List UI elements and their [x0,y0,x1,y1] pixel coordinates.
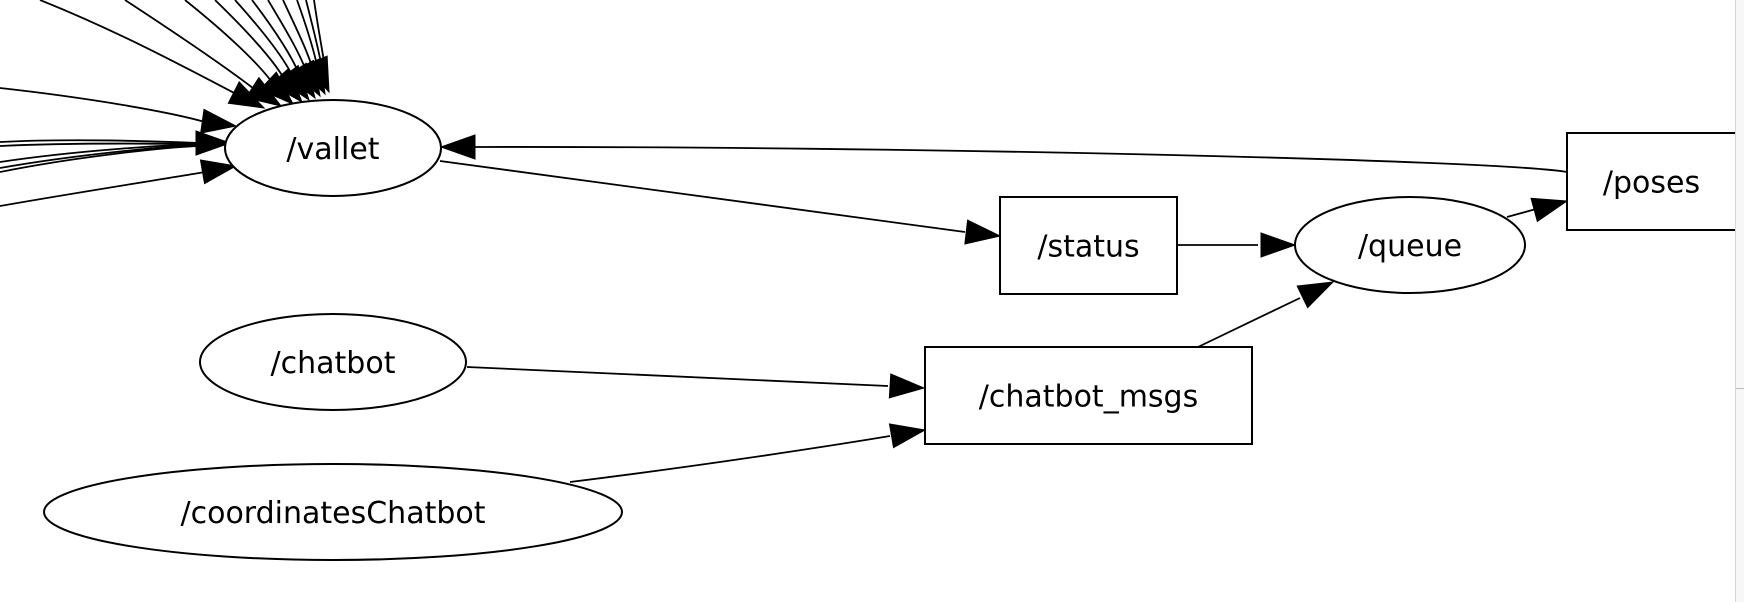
edges-layer [0,0,1569,483]
node-poses[interactable]: /poses [1566,132,1737,231]
node-queue[interactable]: /queue [1294,196,1526,294]
incoming-edge-vallet [0,139,201,144]
node-vallet-ellipse [224,99,442,197]
node-chatbot[interactable]: /chatbot [199,313,467,411]
node-vallet[interactable]: /vallet [224,99,442,197]
node-chatbot-ellipse [199,313,467,411]
incoming-edge-vallet [124,0,259,93]
edge-vallet-to-status [439,160,966,233]
incoming-edge-vallet [0,143,201,163]
edge-arrowhead-chatbot-to-chatbot_msgs [888,373,926,399]
node-queue-ellipse [1294,196,1526,294]
node-coordinatesChatbot-label: /coordinatesChatbot [180,496,485,531]
node-status-box [999,196,1178,295]
edge-poses-to-vallet [471,146,1568,173]
incoming-edge-vallet [0,171,206,207]
edge-arrowhead-status-to-queue [1260,232,1297,258]
incoming-edge-vallet [0,145,201,173]
node-coordinatesChatbot[interactable]: /coordinatesChatbot [43,463,623,561]
incoming-edge-vallet [0,87,206,123]
scrollbar-marker [1736,388,1744,389]
incoming-edge-vallet [313,0,327,75]
incoming-edge-vallet [305,0,324,75]
node-chatbot_msgs-box [924,346,1253,445]
edge-chatbot-to-chatbot_msgs [466,366,889,387]
node-status[interactable]: /status [999,196,1178,295]
node-status-label: /status [1037,230,1139,265]
incoming-edge-vallet [0,144,201,169]
node-chatbot_msgs-label: /chatbot_msgs [979,380,1198,415]
vertical-scrollbar[interactable] [1735,0,1744,602]
incoming-edge-arrowhead [199,159,238,185]
edge-arrowhead-poses-to-vallet [439,134,476,160]
node-vallet-label: /vallet [286,132,379,167]
edge-queue-to-poses [1506,208,1537,218]
incoming-edge-arrowhead [304,55,330,94]
node-poses-label: /poses [1603,166,1700,201]
edge-chatbot_msgs-to-queue [1197,297,1301,348]
edge-arrowhead-queue-to-poses [1530,197,1569,223]
incoming-edge-vallet [39,0,241,97]
edge-coordinatesChatbot-to-chatbot_msgs [569,435,891,483]
edge-arrowhead-coordinatesChatbot-to-chatbot_msgs [888,423,927,449]
node-coordinatesChatbot-ellipse [43,463,623,561]
incoming-edge-arrowhead [200,108,238,134]
edge-arrowhead-chatbot_msgs-to-queue [1296,281,1335,309]
node-chatbot_msgs[interactable]: /chatbot_msgs [924,346,1253,445]
node-queue-label: /queue [1358,229,1462,264]
edge-arrowhead-vallet-to-status [964,219,1002,245]
node-chatbot-label: /chatbot [271,346,396,381]
node-poses-box [1566,132,1737,231]
nodes-layer: /vallet/chatbot/coordinatesChatbot/statu… [43,99,1737,561]
incoming-edge-arrowhead [195,130,232,156]
